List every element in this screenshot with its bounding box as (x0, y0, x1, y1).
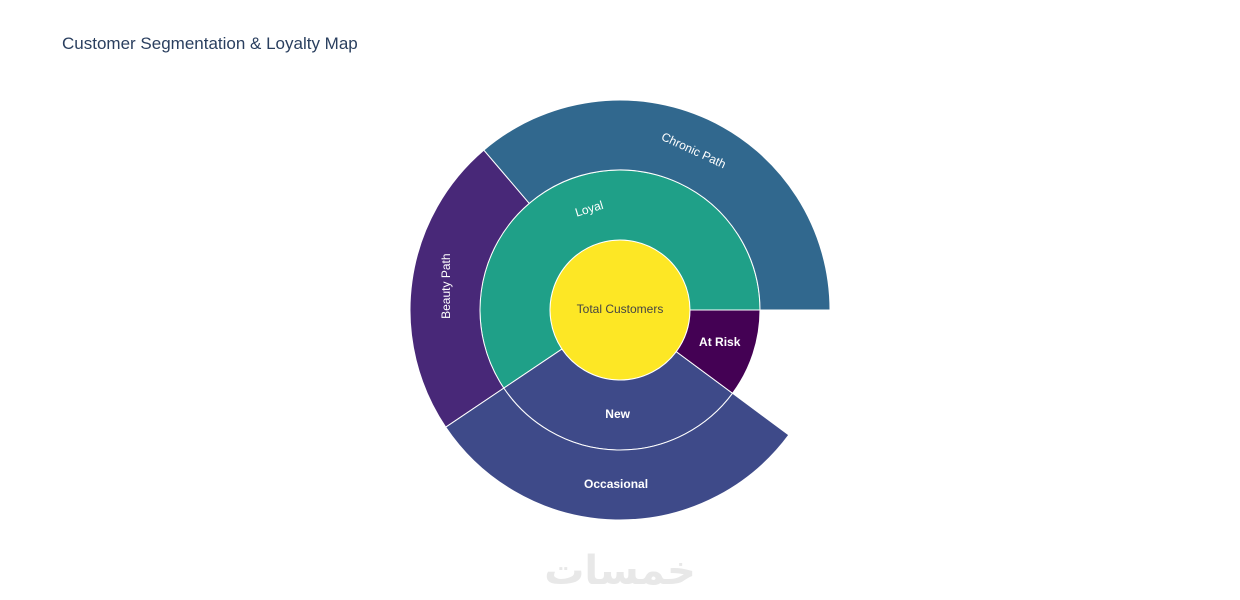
segment-label-occasional: Occasional (584, 477, 648, 491)
segment-beauty[interactable] (409, 149, 530, 428)
segment-label-beauty: Beauty Path (439, 253, 453, 318)
segment-label-atrisk: At Risk (699, 335, 741, 349)
watermark-text: خمسات (544, 548, 696, 594)
segment-occasional[interactable] (445, 387, 790, 521)
segment-label-new: New (605, 407, 630, 421)
watermark-logo: خمسات (544, 548, 696, 594)
segment-label-total-customers: Total Customers (577, 302, 664, 316)
chart-title: Customer Segmentation & Loyalty Map (62, 34, 358, 53)
segment-chronic[interactable] (483, 99, 831, 311)
